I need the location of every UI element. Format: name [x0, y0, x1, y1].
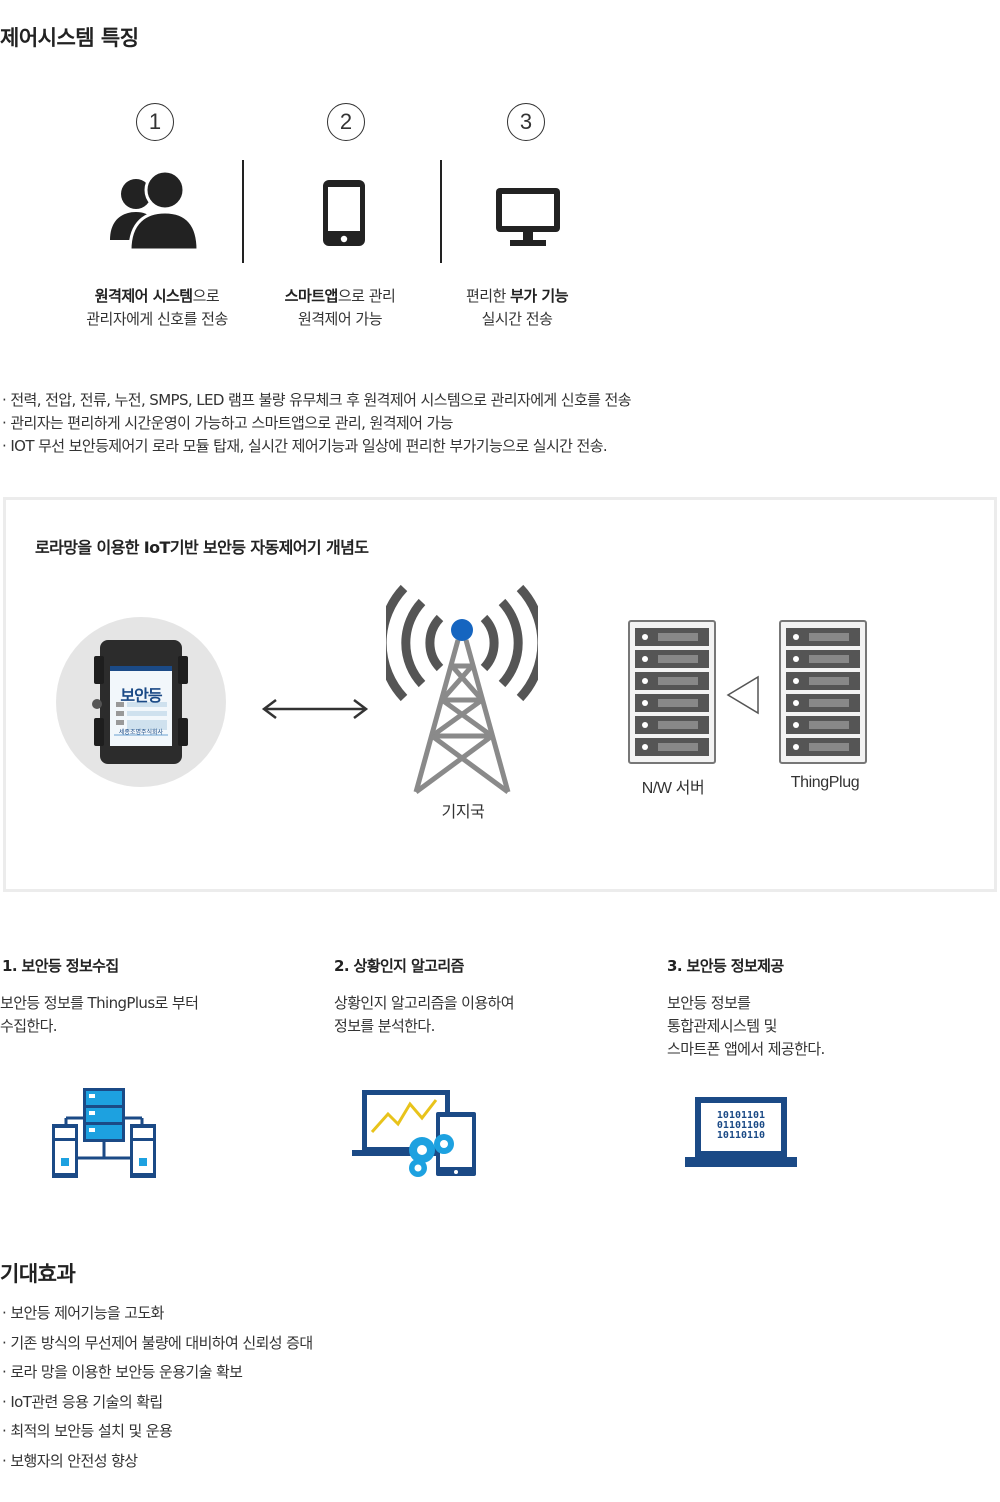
concept-title: 로라망을 이용한 IoT기반 보안등 자동제어기 개념도 — [35, 538, 369, 557]
double-arrow-icon — [260, 697, 370, 725]
device-footer: 세종조명주식회사 — [118, 729, 164, 736]
feature-caption-3: 편리한 부가 기능 실시간 전송 — [465, 287, 569, 328]
step-title-2: 2. 상황인지 알고리즘 — [334, 957, 464, 975]
list-item: · 보행자의 안전성 향상 — [2, 1451, 138, 1470]
list-item: · IoT관련 응용 기술의 확립 — [2, 1392, 163, 1411]
thingplug-label: ThingPlug — [790, 774, 860, 791]
list-item: · 관리자는 편리하게 시간운영이 가능하고 스마트앱으로 관리, 원격제어 가… — [2, 414, 453, 432]
tower-label: 기지국 — [441, 804, 485, 821]
feature-caption-2: 스마트앱으로 관리 원격제어 가능 — [284, 287, 396, 328]
users-icon — [108, 169, 200, 256]
effects-title: 기대효과 — [0, 1262, 76, 1286]
cell-tower-icon — [377, 584, 547, 800]
step-title-1: 1. 보안등 정보수집 — [2, 957, 119, 975]
list-item: · 전력, 전압, 전류, 누전, SMPS, LED 램프 불량 유무체크 후… — [2, 391, 632, 409]
triangle-arrow-icon — [724, 674, 762, 720]
feature-caption-1: 원격제어 시스템으로 관리자에게 신호를 전송 — [86, 287, 228, 328]
divider — [440, 160, 442, 263]
laptop-binary-icon — [685, 1095, 797, 1173]
device-label: 보안등 — [120, 686, 162, 705]
step-desc-1: 보안등 정보를 ThingPlus로 부터 수집한다. — [0, 994, 199, 1035]
list-item: · 로라 망을 이용한 보안등 운용기술 확보 — [2, 1363, 243, 1381]
analytics-algorithm-icon — [352, 1088, 478, 1182]
feature-bullets: · 전력, 전압, 전류, 누전, SMPS, LED 램프 불량 유무체크 후… — [2, 389, 632, 458]
features-title: 제어시스템 특징 — [0, 26, 139, 50]
data-collection-server-icon — [52, 1088, 156, 1184]
thingplug-server-icon — [779, 620, 867, 768]
binary-screen-text: 10101101 01101100 10110110 — [716, 1110, 766, 1141]
step-desc-2: 상황인지 알고리즘을 이용하여 정보를 분석한다. — [334, 994, 515, 1035]
feature-number-3: 3 — [507, 103, 545, 141]
feature-number-2: 2 — [327, 103, 365, 141]
nw-server-icon — [628, 620, 716, 768]
effects-list: · 보안등 제어기능을 고도화 · 기존 방식의 무선제어 불량에 대비하여 신… — [2, 1299, 313, 1476]
divider — [242, 160, 244, 263]
monitor-icon — [494, 186, 562, 252]
step-title-3: 3. 보안등 정보제공 — [667, 957, 784, 975]
list-item: · 최적의 보안등 설치 및 운용 — [2, 1422, 173, 1440]
list-item: · 기존 방식의 무선제어 불량에 대비하여 신뢰성 증대 — [2, 1333, 313, 1352]
controller-device-icon — [92, 638, 192, 772]
feature-number-1: 1 — [136, 103, 174, 141]
step-desc-3: 보안등 정보를 통합관제시스템 및 스마트폰 앱에서 제공한다. — [667, 994, 825, 1058]
list-item: · 보안등 제어기능을 고도화 — [2, 1304, 164, 1322]
nw-server-label: N/W 서버 — [641, 780, 705, 797]
smartphone-icon — [321, 178, 367, 252]
list-item: · IOT 무선 보안등제어기 로라 모듈 탑재, 실시간 제어기능과 일상에 … — [2, 437, 608, 455]
